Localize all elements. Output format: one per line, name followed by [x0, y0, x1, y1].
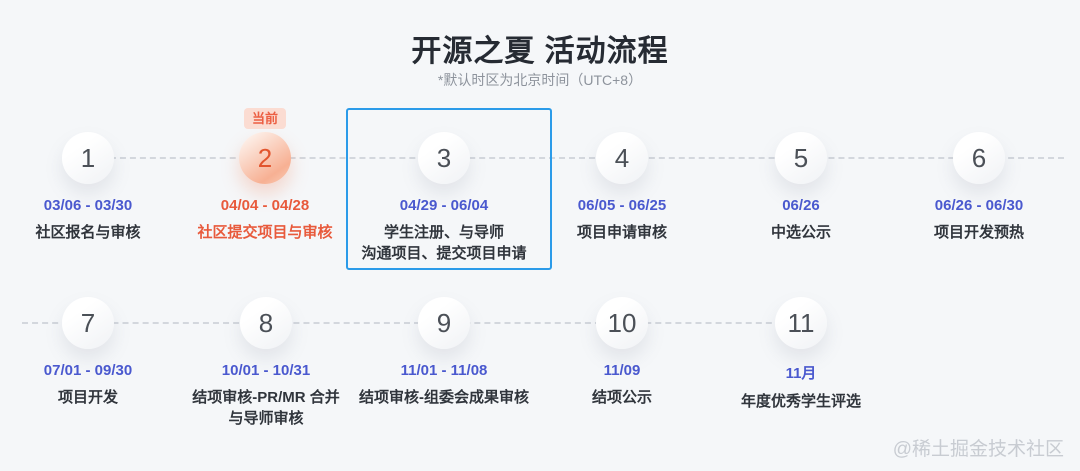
- step-number: 3: [436, 142, 452, 173]
- step-date: 11/09: [603, 362, 641, 379]
- step-number: 2: [257, 142, 273, 173]
- step-date: 07/01 - 09/30: [43, 362, 133, 379]
- page-title: 开源之夏 活动流程: [411, 35, 669, 68]
- step-date: 10/01 - 10/31: [221, 362, 311, 379]
- step-circle: 3: [418, 132, 470, 184]
- step-label: 项目申请审核: [576, 224, 667, 241]
- step-label: 年度优秀学生评选: [740, 393, 861, 410]
- step-label: 结项审核-组委会成果审核: [359, 389, 529, 406]
- step-number: 5: [793, 142, 809, 173]
- timeline-step-11: 11 11月 年度优秀学生评选: [691, 297, 911, 412]
- timeline-step-7: 7 07/01 - 09/30 项目开发: [0, 297, 198, 408]
- step-label: 结项公示: [591, 389, 652, 406]
- step-date: 04/04 - 04/28: [220, 197, 310, 214]
- timeline-step-10: 10 11/09 结项公示: [512, 297, 732, 408]
- step-3-highlight-box: [346, 108, 552, 270]
- step-number: 8: [258, 307, 274, 338]
- step-circle: 8: [240, 297, 292, 349]
- watermark: @稀土掘金技术社区: [892, 439, 1064, 460]
- step-label: 学生注册、与导师 沟通项目、提交项目申请: [361, 224, 527, 262]
- step-circle: 1: [62, 132, 114, 184]
- step-label: 社区提交项目与审核: [197, 224, 333, 241]
- timeline-step-5: 5 06/26 中选公示: [691, 132, 911, 243]
- step-circle: 9: [418, 297, 470, 349]
- timeline-step-3: 3 04/29 - 06/04 学生注册、与导师 沟通项目、提交项目申请: [334, 132, 554, 264]
- timeline-connector-row1: [90, 157, 1064, 159]
- step-number: 9: [436, 307, 452, 338]
- step-label: 项目开发预热: [933, 224, 1024, 241]
- timeline-step-6: 6 06/26 - 06/30 项目开发预热: [869, 132, 1080, 243]
- step-label: 项目开发: [57, 389, 118, 406]
- step-circle: 10: [596, 297, 648, 349]
- step-number: 4: [614, 142, 630, 173]
- step-number: 11: [787, 307, 815, 338]
- step-date: 04/29 - 06/04: [399, 197, 489, 214]
- step-number: 7: [80, 307, 96, 338]
- step-date: 06/05 - 06/25: [577, 197, 667, 214]
- step-date: 06/26: [782, 197, 820, 214]
- step-circle: 5: [775, 132, 827, 184]
- step-circle: 4: [596, 132, 648, 184]
- timeline-step-1: 1 03/06 - 03/30 社区报名与审核: [0, 132, 198, 243]
- step-label: 社区报名与审核: [35, 224, 141, 241]
- step-circle: 当前 2: [239, 108, 291, 184]
- step-circle: 7: [62, 297, 114, 349]
- step-circle: 6: [953, 132, 1005, 184]
- timeline-step-4: 4 06/05 - 06/25 项目申请审核: [512, 132, 732, 243]
- timeline-step-9: 9 11/01 - 11/08 结项审核-组委会成果审核: [334, 297, 554, 408]
- step-number: 10: [607, 307, 637, 338]
- step-label: 结项审核-PR/MR 合并 与导师审核: [192, 389, 340, 427]
- timeline-step-8: 8 10/01 - 10/31 结项审核-PR/MR 合并 与导师审核: [156, 297, 376, 429]
- step-date: 06/26 - 06/30: [934, 197, 1024, 214]
- step-label: 中选公示: [770, 224, 831, 241]
- timeline-step-2-current: 当前 2 04/04 - 04/28 社区提交项目与审核: [155, 108, 375, 243]
- step-date: 11/01 - 11/08: [400, 362, 488, 379]
- step-circle: 11: [775, 297, 827, 349]
- step-date: 03/06 - 03/30: [43, 197, 133, 214]
- current-status-badge: 当前: [243, 108, 287, 129]
- step-number: 1: [80, 142, 96, 173]
- timezone-note: *默认时区为北京时间（UTC+8）: [437, 72, 643, 88]
- step-number: 6: [971, 142, 987, 173]
- timeline-connector-row2: [22, 322, 802, 324]
- step-date: 11月: [785, 365, 817, 382]
